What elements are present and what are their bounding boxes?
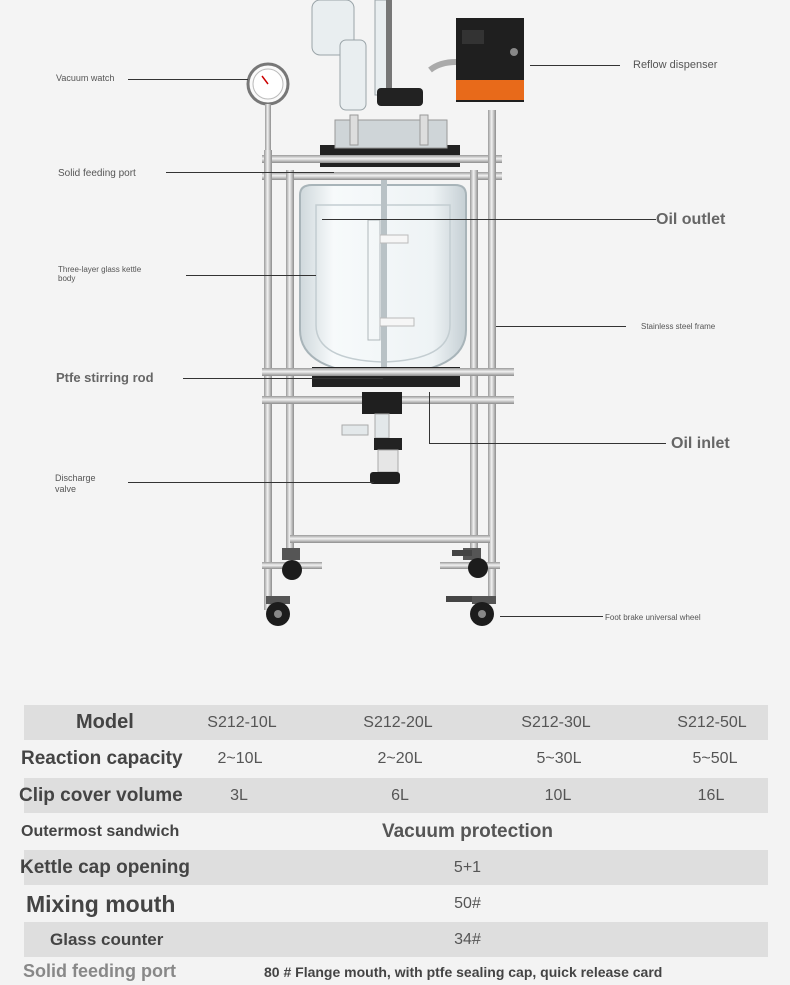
label-model: Model xyxy=(76,711,134,733)
kettle-value: 5+1 xyxy=(453,858,482,876)
solid-value: 80 # Flange mouth, with ptfe sealing cap… xyxy=(264,963,663,980)
callout-vacuum-watch: Vacuum watch xyxy=(56,73,115,83)
callout-ptfe-rod: Ptfe stirring rod xyxy=(56,370,154,385)
spec-row-sandwich: Outermost sandwich Vacuum protection xyxy=(0,814,790,849)
spec-row-counter: Glass counter 34# xyxy=(0,922,790,957)
callout-three-layer-line1: Three-layer glass kettle xyxy=(58,265,142,274)
glass-kettle xyxy=(299,180,467,380)
callout-solid-feeding-port: Solid feeding port xyxy=(58,168,136,179)
frame-posts xyxy=(264,110,496,610)
counter-value: 34# xyxy=(454,930,481,948)
reflow-dispenser-unit xyxy=(428,18,524,102)
reactor-illustration xyxy=(246,0,524,626)
clip-3: 10L xyxy=(544,786,572,804)
spec-row-clip: Clip cover volume 3L 6L 10L 16L xyxy=(0,778,790,813)
label-clip-cover: Clip cover volume xyxy=(19,784,183,806)
model-2: S212-20L xyxy=(363,713,433,731)
leader-reflow-dispenser xyxy=(530,65,620,66)
callout-three-layer-line2: body xyxy=(58,274,76,283)
leader-solid-feeding-port xyxy=(166,172,334,173)
casters xyxy=(266,548,496,626)
callout-discharge-valve: Discharge valve xyxy=(55,473,96,495)
model-3: S212-30L xyxy=(521,713,591,731)
leader-ptfe-rod xyxy=(183,378,383,379)
callout-foot-brake: Foot brake universal wheel xyxy=(605,613,701,622)
leader-oil-inlet-vertical xyxy=(429,392,430,444)
clip-1: 3L xyxy=(230,786,248,804)
clip-4: 16L xyxy=(697,786,725,804)
callout-oil-outlet: Oil outlet xyxy=(656,211,726,228)
spec-row-model: Model S212-10L S212-20L S212-30L S212-50… xyxy=(0,705,790,740)
callout-oil-inlet: Oil inlet xyxy=(671,435,730,452)
model-1: S212-10L xyxy=(207,713,277,731)
label-solid-feeding: Solid feeding port xyxy=(23,961,176,981)
label-outermost-sandwich: Outermost sandwich xyxy=(21,822,180,840)
label-glass-counter: Glass counter xyxy=(50,929,164,949)
clip-2: 6L xyxy=(391,786,409,804)
reactor-diagram: Vacuum watch Reflow dispenser Solid feed… xyxy=(55,0,730,626)
leader-discharge-valve xyxy=(128,482,374,483)
reaction-4: 5~50L xyxy=(692,750,738,767)
leader-stainless-frame xyxy=(496,326,626,327)
leader-oil-inlet xyxy=(430,443,666,444)
model-4: S212-50L xyxy=(677,713,747,731)
label-kettle-cap: Kettle cap opening xyxy=(20,856,190,878)
spec-row-kettle: Kettle cap opening 5+1 xyxy=(0,850,790,885)
sandwich-value: Vacuum protection xyxy=(381,820,554,842)
spec-row-reaction: Reaction capacity 2~10L 2~20L 5~30L 5~50… xyxy=(0,741,790,777)
callout-reflow-dispenser: Reflow dispenser xyxy=(633,59,718,71)
reaction-1: 2~10L xyxy=(217,750,263,767)
leader-three-layer-kettle xyxy=(186,275,316,276)
callout-discharge-line2: valve xyxy=(55,484,77,494)
leader-oil-outlet xyxy=(322,219,656,220)
vacuum-gauge xyxy=(246,62,290,154)
mixing-value: 50# xyxy=(454,895,481,912)
spec-row-mixing: Mixing mouth 50# xyxy=(0,886,790,922)
reaction-3: 5~30L xyxy=(536,750,582,767)
label-mixing-mouth: Mixing mouth xyxy=(26,890,176,917)
leader-vacuum-watch xyxy=(128,79,248,80)
condenser xyxy=(311,0,392,111)
reaction-2: 2~20L xyxy=(377,750,423,767)
leader-foot-brake xyxy=(500,616,603,617)
callout-three-layer-kettle: Three-layer glass kettle body xyxy=(58,265,141,283)
spec-row-solid: Solid feeding port 80 # Flange mouth, wi… xyxy=(0,958,790,985)
discharge-valve-part xyxy=(341,392,402,484)
callout-stainless-frame: Stainless steel frame xyxy=(641,322,716,331)
label-reaction-capacity: Reaction capacity xyxy=(21,748,183,769)
callout-discharge-line1: Discharge xyxy=(55,473,96,483)
